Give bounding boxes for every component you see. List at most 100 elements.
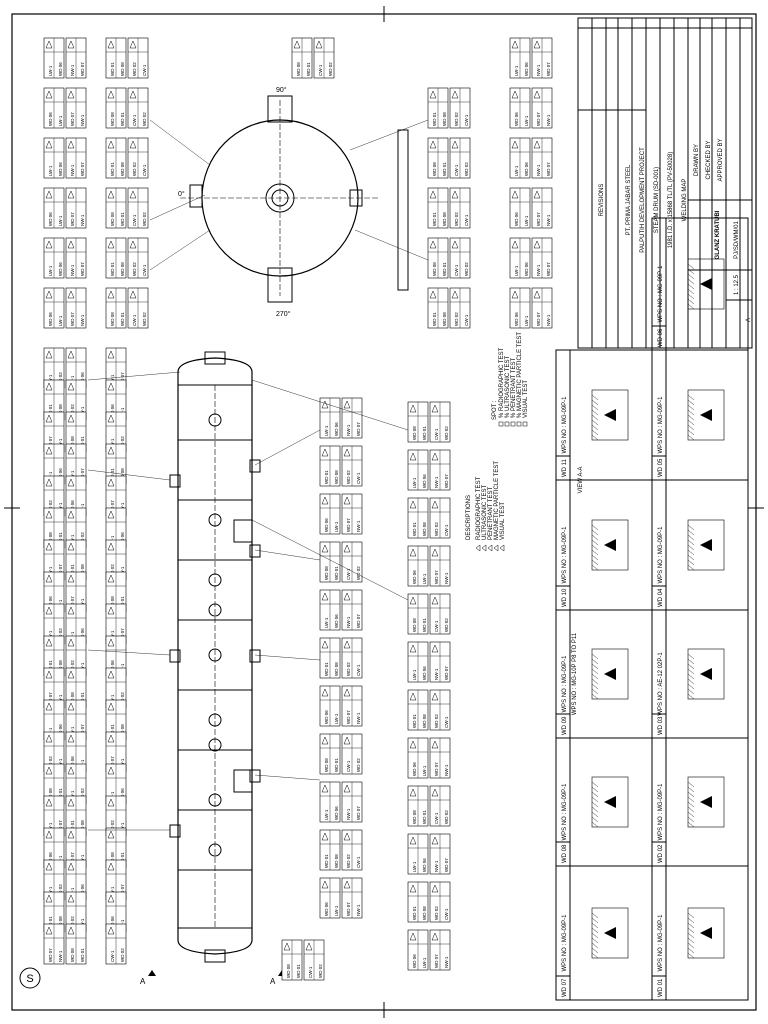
svg-text:LW-1: LW-1 — [324, 617, 329, 628]
svg-text:WD 01: WD 01 — [296, 964, 301, 978]
svg-text:WD 07: WD 07 — [70, 852, 75, 866]
svg-text:WD 02: WD 02 — [434, 522, 439, 536]
svg-text:WD 08: WD 08 — [442, 312, 447, 326]
svg-text:WD 02: WD 02 — [142, 312, 147, 326]
svg-text:WD 08: WD 08 — [412, 810, 417, 824]
legend-heading: DESCRIPTIONS — [466, 495, 472, 540]
svg-text:WD 01: WD 01 — [70, 564, 75, 578]
svg-text:WD 02: WD 02 — [454, 112, 459, 126]
svg-text:WD 06: WD 06 — [70, 500, 75, 514]
svg-text:WD 07: WD 07 — [58, 564, 63, 578]
svg-text:WD 06: WD 06 — [80, 628, 85, 642]
svg-text:WD 01: WD 01 — [110, 62, 115, 76]
svg-text:WD 06: WD 06 — [422, 474, 427, 488]
spot-item-0: % RADIOGRAPHIC TEST — [499, 347, 505, 418]
svg-text:WD 02: WD 02 — [58, 884, 63, 898]
svg-text:CW-1: CW-1 — [346, 760, 351, 772]
section-mark-right: A — [270, 977, 276, 986]
svg-text:NW-1: NW-1 — [70, 264, 75, 276]
svg-text:WD 02: WD 02 — [434, 906, 439, 920]
legend-item-3: MAGNETIC PARTICLE TEST — [494, 461, 500, 540]
svg-text:NW-1: NW-1 — [80, 214, 85, 226]
svg-text:WD 08: WD 08 — [70, 436, 75, 450]
svg-text:WD 08: WD 08 — [412, 426, 417, 440]
svg-text:CW-1: CW-1 — [356, 856, 361, 868]
svg-text:WD 06: WD 06 — [48, 596, 53, 610]
svg-text:WD 07: WD 07 — [356, 422, 361, 436]
svg-text:NW-1: NW-1 — [356, 904, 361, 916]
detail-wps-wd10: WPS NO : MG-09P-1 — [562, 526, 568, 584]
svg-text:WD 06: WD 06 — [422, 666, 427, 680]
leader-lines — [87, 119, 429, 831]
svg-text:WD 08: WD 08 — [412, 618, 417, 632]
checked-by: CHECKED BY — [706, 140, 712, 179]
svg-text:NW-1: NW-1 — [356, 520, 361, 532]
svg-text:WD 06: WD 06 — [110, 404, 115, 418]
svg-text:WD 07: WD 07 — [546, 262, 551, 276]
detail-panel-wd06 — [651, 217, 749, 351]
svg-text:WD 01: WD 01 — [58, 532, 63, 546]
svg-text:WD 07: WD 07 — [536, 312, 541, 326]
svg-text:LW-1: LW-1 — [422, 573, 427, 584]
svg-text:WD 07: WD 07 — [356, 806, 361, 820]
svg-text:LW-1: LW-1 — [324, 425, 329, 436]
legend-item-1: ULTRASONIC TEST — [482, 485, 488, 540]
svg-text:CW-1: CW-1 — [434, 812, 439, 824]
svg-text:LW-1: LW-1 — [334, 905, 339, 916]
svg-text:LW-1: LW-1 — [334, 713, 339, 724]
detail-wd-wd02: WD 02 — [658, 844, 664, 863]
svg-text:WD 07: WD 07 — [434, 762, 439, 776]
svg-text:WD 06: WD 06 — [334, 806, 339, 820]
section-view-aa: 90° 0° 270° — [178, 86, 409, 318]
svg-text:WD 02: WD 02 — [464, 262, 469, 276]
svg-text:WD 08: WD 08 — [58, 660, 63, 674]
svg-text:WD 06: WD 06 — [524, 262, 529, 276]
legend-item-4: VISUAL TEST — [500, 502, 506, 540]
svg-text:CW-1: CW-1 — [110, 950, 115, 962]
svg-text:WD 08: WD 08 — [120, 262, 125, 276]
svg-text:WD 08: WD 08 — [110, 112, 115, 126]
svg-text:WD 02: WD 02 — [346, 662, 351, 676]
svg-text:WD 02: WD 02 — [356, 566, 361, 580]
svg-text:WD 08: WD 08 — [48, 788, 53, 802]
detail-wps-wd07: WPS NO : MG-09P-1 — [562, 914, 568, 972]
svg-text:WD 08: WD 08 — [422, 522, 427, 536]
detail-wps-wd09: WPS NO : MG-09P-1 — [562, 655, 568, 713]
svg-text:NW-1: NW-1 — [434, 860, 439, 872]
svg-text:WD 07: WD 07 — [70, 596, 75, 610]
svg-text:WD 02: WD 02 — [48, 756, 53, 770]
svg-text:CW-1: CW-1 — [132, 114, 137, 126]
svg-text:WD 07: WD 07 — [546, 162, 551, 176]
approved-by: APPROVED BY — [718, 138, 724, 181]
svg-text:WD 02: WD 02 — [454, 212, 459, 226]
company-logo: GLANZ KRATUBI — [715, 210, 721, 259]
svg-text:WD 01: WD 01 — [120, 212, 125, 226]
